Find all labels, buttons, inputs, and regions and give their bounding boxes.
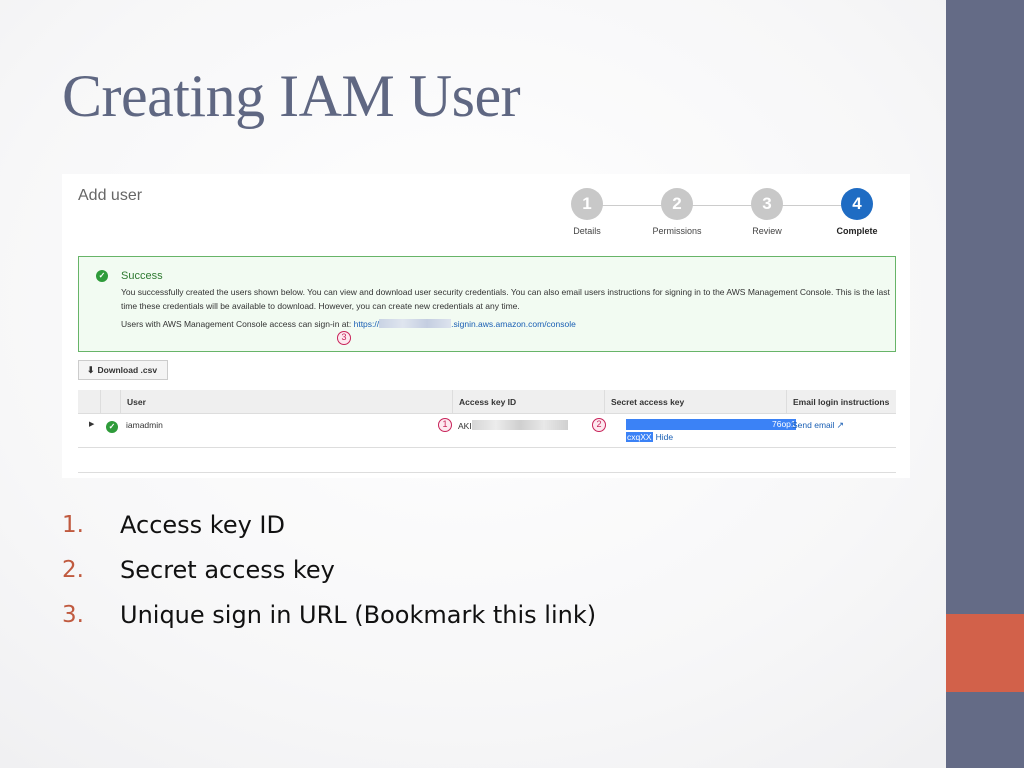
secret-key-selection[interactable]	[626, 419, 796, 430]
step-number: 3	[751, 188, 783, 220]
list-number: 2.	[62, 557, 84, 583]
step-details[interactable]: 1 Details	[542, 188, 632, 236]
success-alert: ✓ Success You successfully created the u…	[78, 256, 896, 352]
status-column-header	[100, 390, 120, 414]
step-label: Complete	[836, 226, 878, 236]
secret-key-fragment: cxqXX	[626, 432, 653, 442]
page-title: Add user	[78, 187, 143, 204]
step-number: 2	[661, 188, 693, 220]
redacted-account-id	[379, 319, 452, 328]
success-heading: Success	[121, 270, 163, 282]
step-number: 4	[841, 188, 873, 220]
slide-title: Creating IAM User	[62, 63, 521, 129]
download-icon: ⬇	[87, 365, 95, 375]
check-circle-icon: ✓	[106, 421, 118, 433]
annotation-marker-2: 2	[592, 418, 606, 432]
external-link-icon: ↗	[836, 420, 845, 430]
access-key-id: AKI	[458, 420, 568, 431]
signin-url-end: .signin.aws.amazon.com/console	[451, 319, 576, 329]
send-email-link[interactable]: Send email↗	[792, 420, 844, 431]
console-screenshot: Add user 1 Details 2 Permissions 3 Revie…	[62, 174, 910, 478]
section-divider	[78, 472, 896, 473]
access-key-prefix: AKI	[458, 421, 472, 431]
column-header-user[interactable]: User	[120, 390, 452, 414]
user-name: iamadmin	[126, 420, 163, 430]
step-label: Permissions	[652, 226, 702, 236]
download-label: Download .csv	[97, 365, 158, 375]
success-message: You successfully created the users shown…	[121, 287, 890, 311]
secret-key-tail: 76op1	[772, 419, 796, 429]
list-number: 3.	[62, 602, 84, 628]
steps-connector	[577, 205, 847, 206]
download-csv-button[interactable]: ⬇Download .csv	[78, 360, 168, 380]
expand-column-header	[78, 390, 100, 414]
redacted-access-key	[471, 420, 568, 430]
slide-sidebar-accent	[946, 614, 1024, 692]
signin-line: Users with AWS Management Console access…	[121, 319, 576, 329]
annotation-marker-1: 1	[438, 418, 452, 432]
list-number: 1.	[62, 512, 84, 538]
step-number: 1	[571, 188, 603, 220]
signin-prefix: Users with AWS Management Console access…	[121, 319, 352, 329]
step-review[interactable]: 3 Review	[722, 188, 812, 236]
list-text: Unique sign in URL (Bookmark this link)	[120, 601, 597, 629]
step-complete[interactable]: 4 Complete	[812, 188, 902, 236]
signin-url-start: https://	[353, 319, 380, 329]
list-text: Access key ID	[120, 511, 285, 539]
annotation-marker-3: 3	[337, 331, 351, 345]
column-header-secret-key[interactable]: Secret access key	[604, 390, 786, 414]
hide-secret-link[interactable]: Hide	[655, 432, 674, 442]
step-label: Details	[573, 226, 601, 236]
wizard-steps: 1 Details 2 Permissions 3 Review 4 Compl…	[542, 188, 902, 242]
step-permissions[interactable]: 2 Permissions	[632, 188, 722, 236]
check-circle-icon: ✓	[96, 270, 108, 282]
signin-url-link[interactable]: https:// .signin.aws.amazon.com/console	[354, 319, 576, 329]
credentials-table-header: User Access key ID Secret access key Ema…	[78, 390, 896, 414]
expand-caret-icon[interactable]: ▶	[89, 421, 95, 428]
list-text: Secret access key	[120, 556, 335, 584]
send-email-label: Send email	[792, 420, 835, 430]
column-header-access-key[interactable]: Access key ID	[452, 390, 604, 414]
column-header-email[interactable]: Email login instructions	[786, 390, 896, 414]
step-label: Review	[752, 226, 782, 236]
